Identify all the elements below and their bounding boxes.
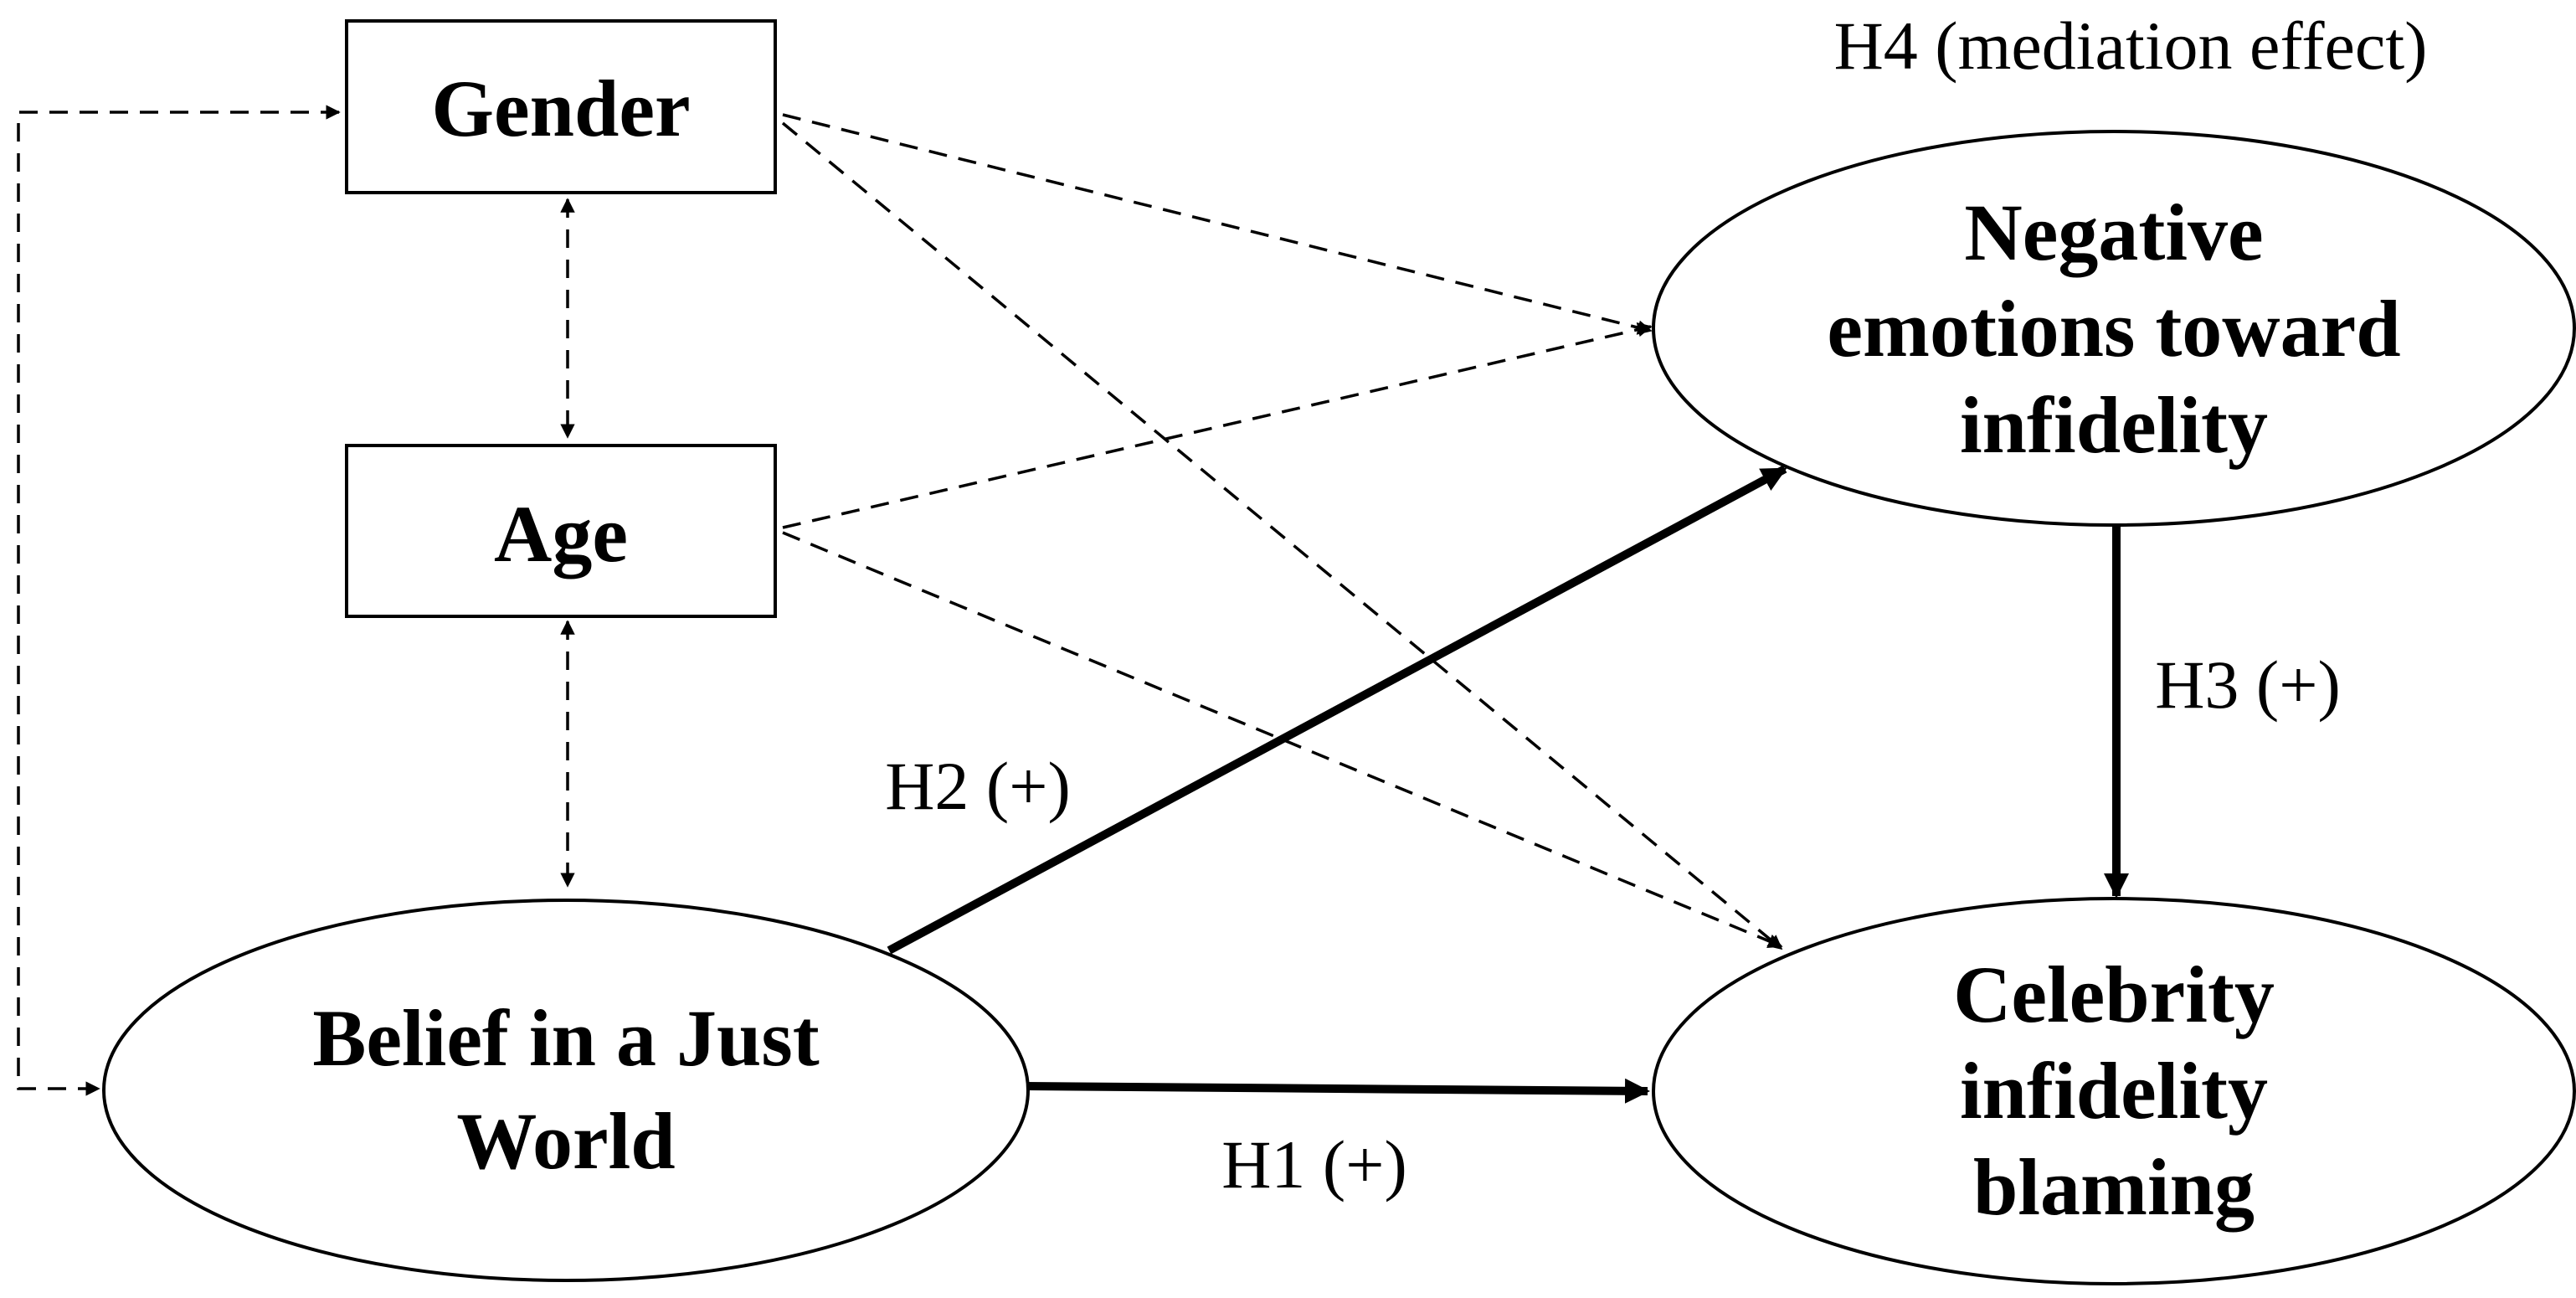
- age-label: Age: [494, 489, 628, 579]
- h1-label: H1 (+): [1221, 1126, 1407, 1203]
- control-path-gender-to-negative-emotions: [782, 113, 1653, 335]
- blaming-label-line-3: blaming: [1973, 1142, 2255, 1232]
- path-h2-bjw-to-negative-emotions: [887, 465, 1787, 955]
- blaming-label-line-2: infidelity: [1960, 1046, 2268, 1136]
- negative-emotions-label-line-3: infidelity: [1960, 380, 2268, 470]
- negative-emotions-node: Negative emotions toward infidelity: [1652, 130, 2576, 527]
- h3-label: H3 (+): [2155, 646, 2341, 723]
- h2-label: H2 (+): [885, 748, 1071, 824]
- negative-emotions-label-line-1: Negative: [1964, 188, 2263, 277]
- bjw-node: Belief in a Just World: [102, 899, 1030, 1282]
- control-path-gender-bjw-correlation: [17, 105, 341, 1096]
- negative-emotions-label-line-2: emotions toward: [1827, 284, 2400, 373]
- control-path-gender-to-blaming: [781, 121, 1783, 950]
- bjw-label-line-1: Belief in a Just: [312, 993, 819, 1083]
- path-h1-bjw-to-blaming: [1025, 1078, 1650, 1104]
- blaming-label-line-1: Celebrity: [1953, 950, 2275, 1039]
- h4-label: H4 (mediation effect): [1834, 8, 2428, 84]
- bjw-label-line-2: World: [456, 1096, 675, 1186]
- blaming-node: Celebrity infidelity blaming: [1652, 897, 2576, 1285]
- control-path-age-to-negative-emotions: [782, 322, 1653, 529]
- age-node: Age: [345, 444, 777, 618]
- gender-label: Gender: [431, 64, 690, 153]
- gender-node: Gender: [345, 19, 777, 194]
